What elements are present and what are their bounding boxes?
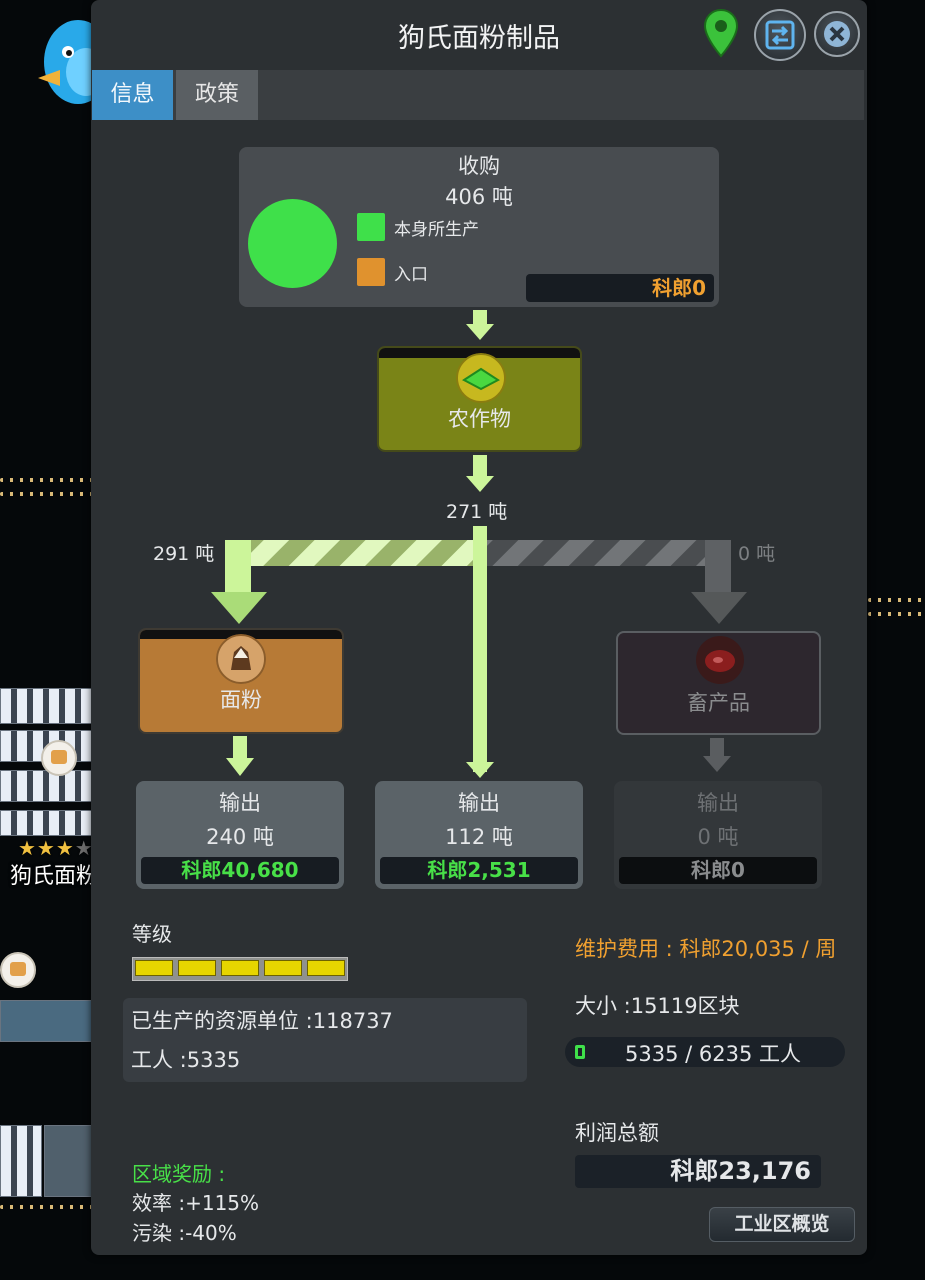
street-lights (0, 478, 92, 482)
crops-node[interactable]: 农作物 (377, 346, 582, 452)
animal-products-node[interactable]: 畜产品 (616, 631, 821, 735)
flow-arrow (466, 526, 494, 778)
industry-overview-button[interactable]: 工业区概览 (709, 1207, 855, 1242)
level-segment (221, 960, 259, 976)
tab-bar: 信息 政策 (92, 70, 864, 120)
building (0, 1000, 94, 1042)
profit-label: 利润总额 (575, 1121, 659, 1145)
map-industry-icon[interactable] (41, 740, 77, 776)
flow-arrow (466, 310, 494, 340)
close-icon (824, 21, 850, 47)
resources-box: 已生产的资源单位 :118737 工人 :5335 (123, 998, 527, 1082)
flow-left-amount: 291 吨 (153, 543, 215, 565)
output-amount: 0 吨 (697, 825, 739, 849)
animal-products-label: 畜产品 (687, 691, 750, 715)
legend-swatch-import (357, 258, 385, 286)
close-button[interactable] (814, 11, 860, 57)
building (44, 1125, 94, 1197)
bonus-efficiency: 效率 :+115% (132, 1191, 260, 1215)
purchase-heading: 收购 (458, 154, 500, 178)
output-label: 输出 (219, 791, 261, 815)
flour-node[interactable]: 面粉 (138, 628, 344, 734)
workers-bar-text: 5335 / 6235 工人 (625, 1042, 801, 1066)
tab-info[interactable]: 信息 (92, 70, 173, 120)
crops-label: 农作物 (448, 407, 511, 431)
level-segment (135, 960, 173, 976)
flow-right-amount: 0 吨 (738, 543, 776, 565)
output-amount: 112 吨 (445, 825, 513, 849)
node-top-strip (379, 348, 580, 358)
location-pin-icon[interactable] (703, 8, 739, 58)
building-info-panel: 狗氏面粉制品 信息 政策 (91, 0, 867, 1255)
flow-arrow (211, 540, 267, 624)
purchase-box: 收购 406 吨 本身所生产 入口 科郎0 (239, 147, 719, 307)
level-segment (264, 960, 302, 976)
title-bar[interactable]: 狗氏面粉制品 (91, 0, 867, 68)
production-flow-diagram (211, 310, 747, 778)
produced-units: 已生产的资源单位 :118737 (131, 1009, 393, 1033)
tab-policy[interactable]: 政策 (176, 70, 258, 120)
purchase-pie-chart (248, 199, 337, 288)
flour-sack-icon (216, 634, 266, 684)
level-segment (307, 960, 345, 976)
map-industry-icon[interactable] (0, 952, 36, 988)
output-label: 输出 (697, 791, 739, 815)
flow-bar-right (481, 540, 731, 566)
street-lights (0, 492, 92, 496)
level-bar (132, 957, 348, 981)
workers-count: 工人 :5335 (131, 1048, 241, 1072)
output-box-flour: 输出 240 吨 科郎40,680 (136, 781, 344, 889)
flow-arrow (466, 455, 494, 492)
building-size: 大小 :15119区块 (575, 994, 740, 1018)
output-amount: 240 吨 (206, 825, 274, 849)
flow-arrow (691, 540, 747, 624)
bonus-pollution: 污染 :-40% (132, 1221, 237, 1245)
street-lights (0, 1205, 92, 1209)
panel-title: 狗氏面粉制品 (398, 23, 560, 54)
bonus-heading: 区域奖励 : (132, 1162, 226, 1186)
output-money: 科郎2,531 (380, 857, 578, 884)
crops-amount: 271 吨 (446, 501, 508, 523)
output-money: 科郎0 (619, 857, 817, 884)
flow-arrow (703, 738, 731, 772)
legend-swatch-local (357, 213, 385, 241)
building (0, 810, 94, 836)
swap-button[interactable] (754, 9, 806, 61)
legend-label-local: 本身所生产 (394, 220, 479, 240)
flow-bar-left (225, 540, 481, 566)
flour-label: 面粉 (220, 688, 262, 712)
purchase-amount: 406 吨 (445, 185, 513, 209)
output-label: 输出 (458, 791, 500, 815)
profit-box: 科郎23,176 (575, 1155, 821, 1188)
purchase-cost: 科郎0 (526, 274, 714, 302)
worker-icon (575, 1045, 585, 1059)
profit-value: 科郎23,176 (670, 1157, 811, 1185)
output-box-animal: 输出 0 吨 科郎0 (614, 781, 822, 889)
output-money: 科郎40,680 (141, 857, 339, 884)
street-lights (868, 598, 925, 602)
building (0, 1125, 42, 1197)
legend-label-import: 入口 (394, 265, 428, 285)
street-lights (868, 612, 925, 616)
level-segment (178, 960, 216, 976)
upkeep-cost: 维护费用 : 科郎20,035 / 周 (575, 937, 837, 961)
level-label: 等级 (132, 922, 172, 946)
flow-arrow (226, 736, 254, 776)
building (0, 770, 94, 802)
swap-arrows-icon (765, 20, 795, 50)
building (0, 688, 94, 724)
output-box-crops: 输出 112 吨 科郎2,531 (375, 781, 583, 889)
workers-bar: 5335 / 6235 工人 (565, 1037, 845, 1067)
crop-field-icon (456, 353, 506, 403)
meat-icon (696, 636, 744, 684)
